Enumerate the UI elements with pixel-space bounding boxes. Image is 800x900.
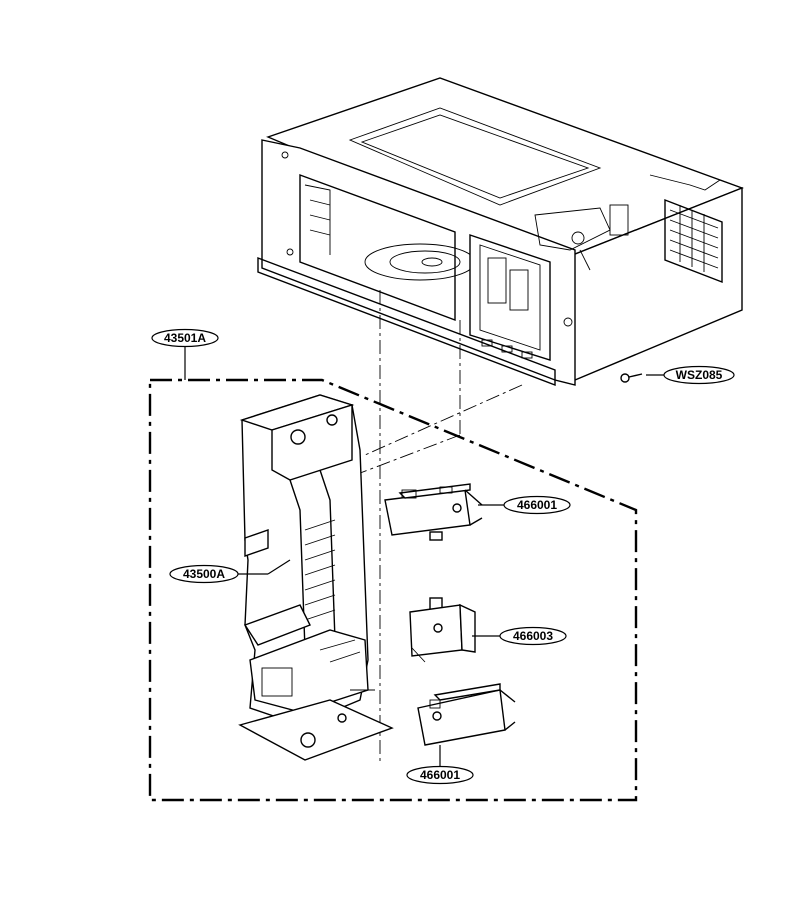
callout-assembly-label: 43501A [164,331,206,345]
assembly-boundary [148,378,638,802]
callout-switch-middle-label: 466003 [513,629,553,643]
interlock-switch-top [384,483,483,541]
latch-rack-teeth [304,519,336,621]
vent-grille [664,198,723,284]
screw [620,373,643,383]
callout-latch-board: 43500A [169,564,239,584]
interlock-switch-bottom [417,683,516,746]
callout-screw: WSZ085 [663,365,735,385]
callout-switch-bottom-label: 466001 [420,768,460,782]
callout-switch-top: 466001 [503,495,571,515]
leader-lines [184,346,664,766]
callout-switch-bottom: 466001 [406,765,474,785]
callout-switch-middle: 466003 [499,626,567,646]
microwave-chassis [257,77,744,387]
callout-switch-top-label: 466001 [517,498,557,512]
interlock-switch-middle [409,597,476,663]
callout-screw-label: WSZ085 [676,368,723,382]
callout-assembly: 43501A [151,328,219,348]
door-latch-board [238,394,394,761]
callout-latch-board-label: 43500A [183,567,225,581]
alignment-lines [354,290,523,765]
